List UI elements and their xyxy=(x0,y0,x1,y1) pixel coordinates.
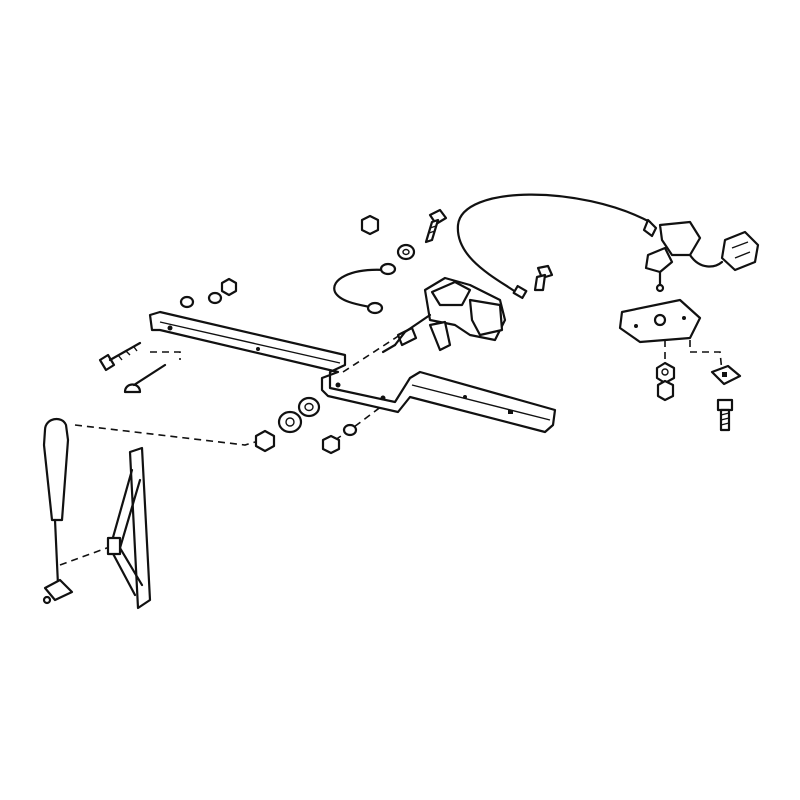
ground-wire xyxy=(333,262,397,315)
wire-connector xyxy=(720,230,760,272)
lock-nut-right xyxy=(656,379,675,402)
wiper-arm xyxy=(42,417,74,605)
assembly-guide-lines xyxy=(59,321,723,566)
washer-top xyxy=(396,243,416,261)
bolt-right xyxy=(716,398,734,432)
nut-center xyxy=(254,429,276,453)
hex-nut-right xyxy=(655,361,676,385)
motor-cable xyxy=(456,193,652,297)
wiper-motor xyxy=(381,276,507,354)
nut-left xyxy=(220,277,238,297)
mounting-bracket xyxy=(148,310,557,434)
washer-center xyxy=(277,410,303,434)
bolt-left-1 xyxy=(98,341,142,372)
nut-center-2 xyxy=(321,434,341,455)
screw-top xyxy=(424,208,448,244)
washer-center-large xyxy=(297,396,321,418)
washer-left-1 xyxy=(179,295,195,309)
switch-assembly xyxy=(642,218,724,293)
wiper-blade xyxy=(106,446,152,610)
spring-clip xyxy=(710,364,742,386)
switch-mounting-plate xyxy=(618,298,702,344)
lock-washer-center xyxy=(342,423,358,437)
washer-left-2 xyxy=(207,291,223,305)
carriage-bolt-left xyxy=(123,363,167,394)
nut-top xyxy=(360,214,380,236)
screw-mid xyxy=(533,264,554,292)
cable-end-fitting xyxy=(512,284,528,300)
